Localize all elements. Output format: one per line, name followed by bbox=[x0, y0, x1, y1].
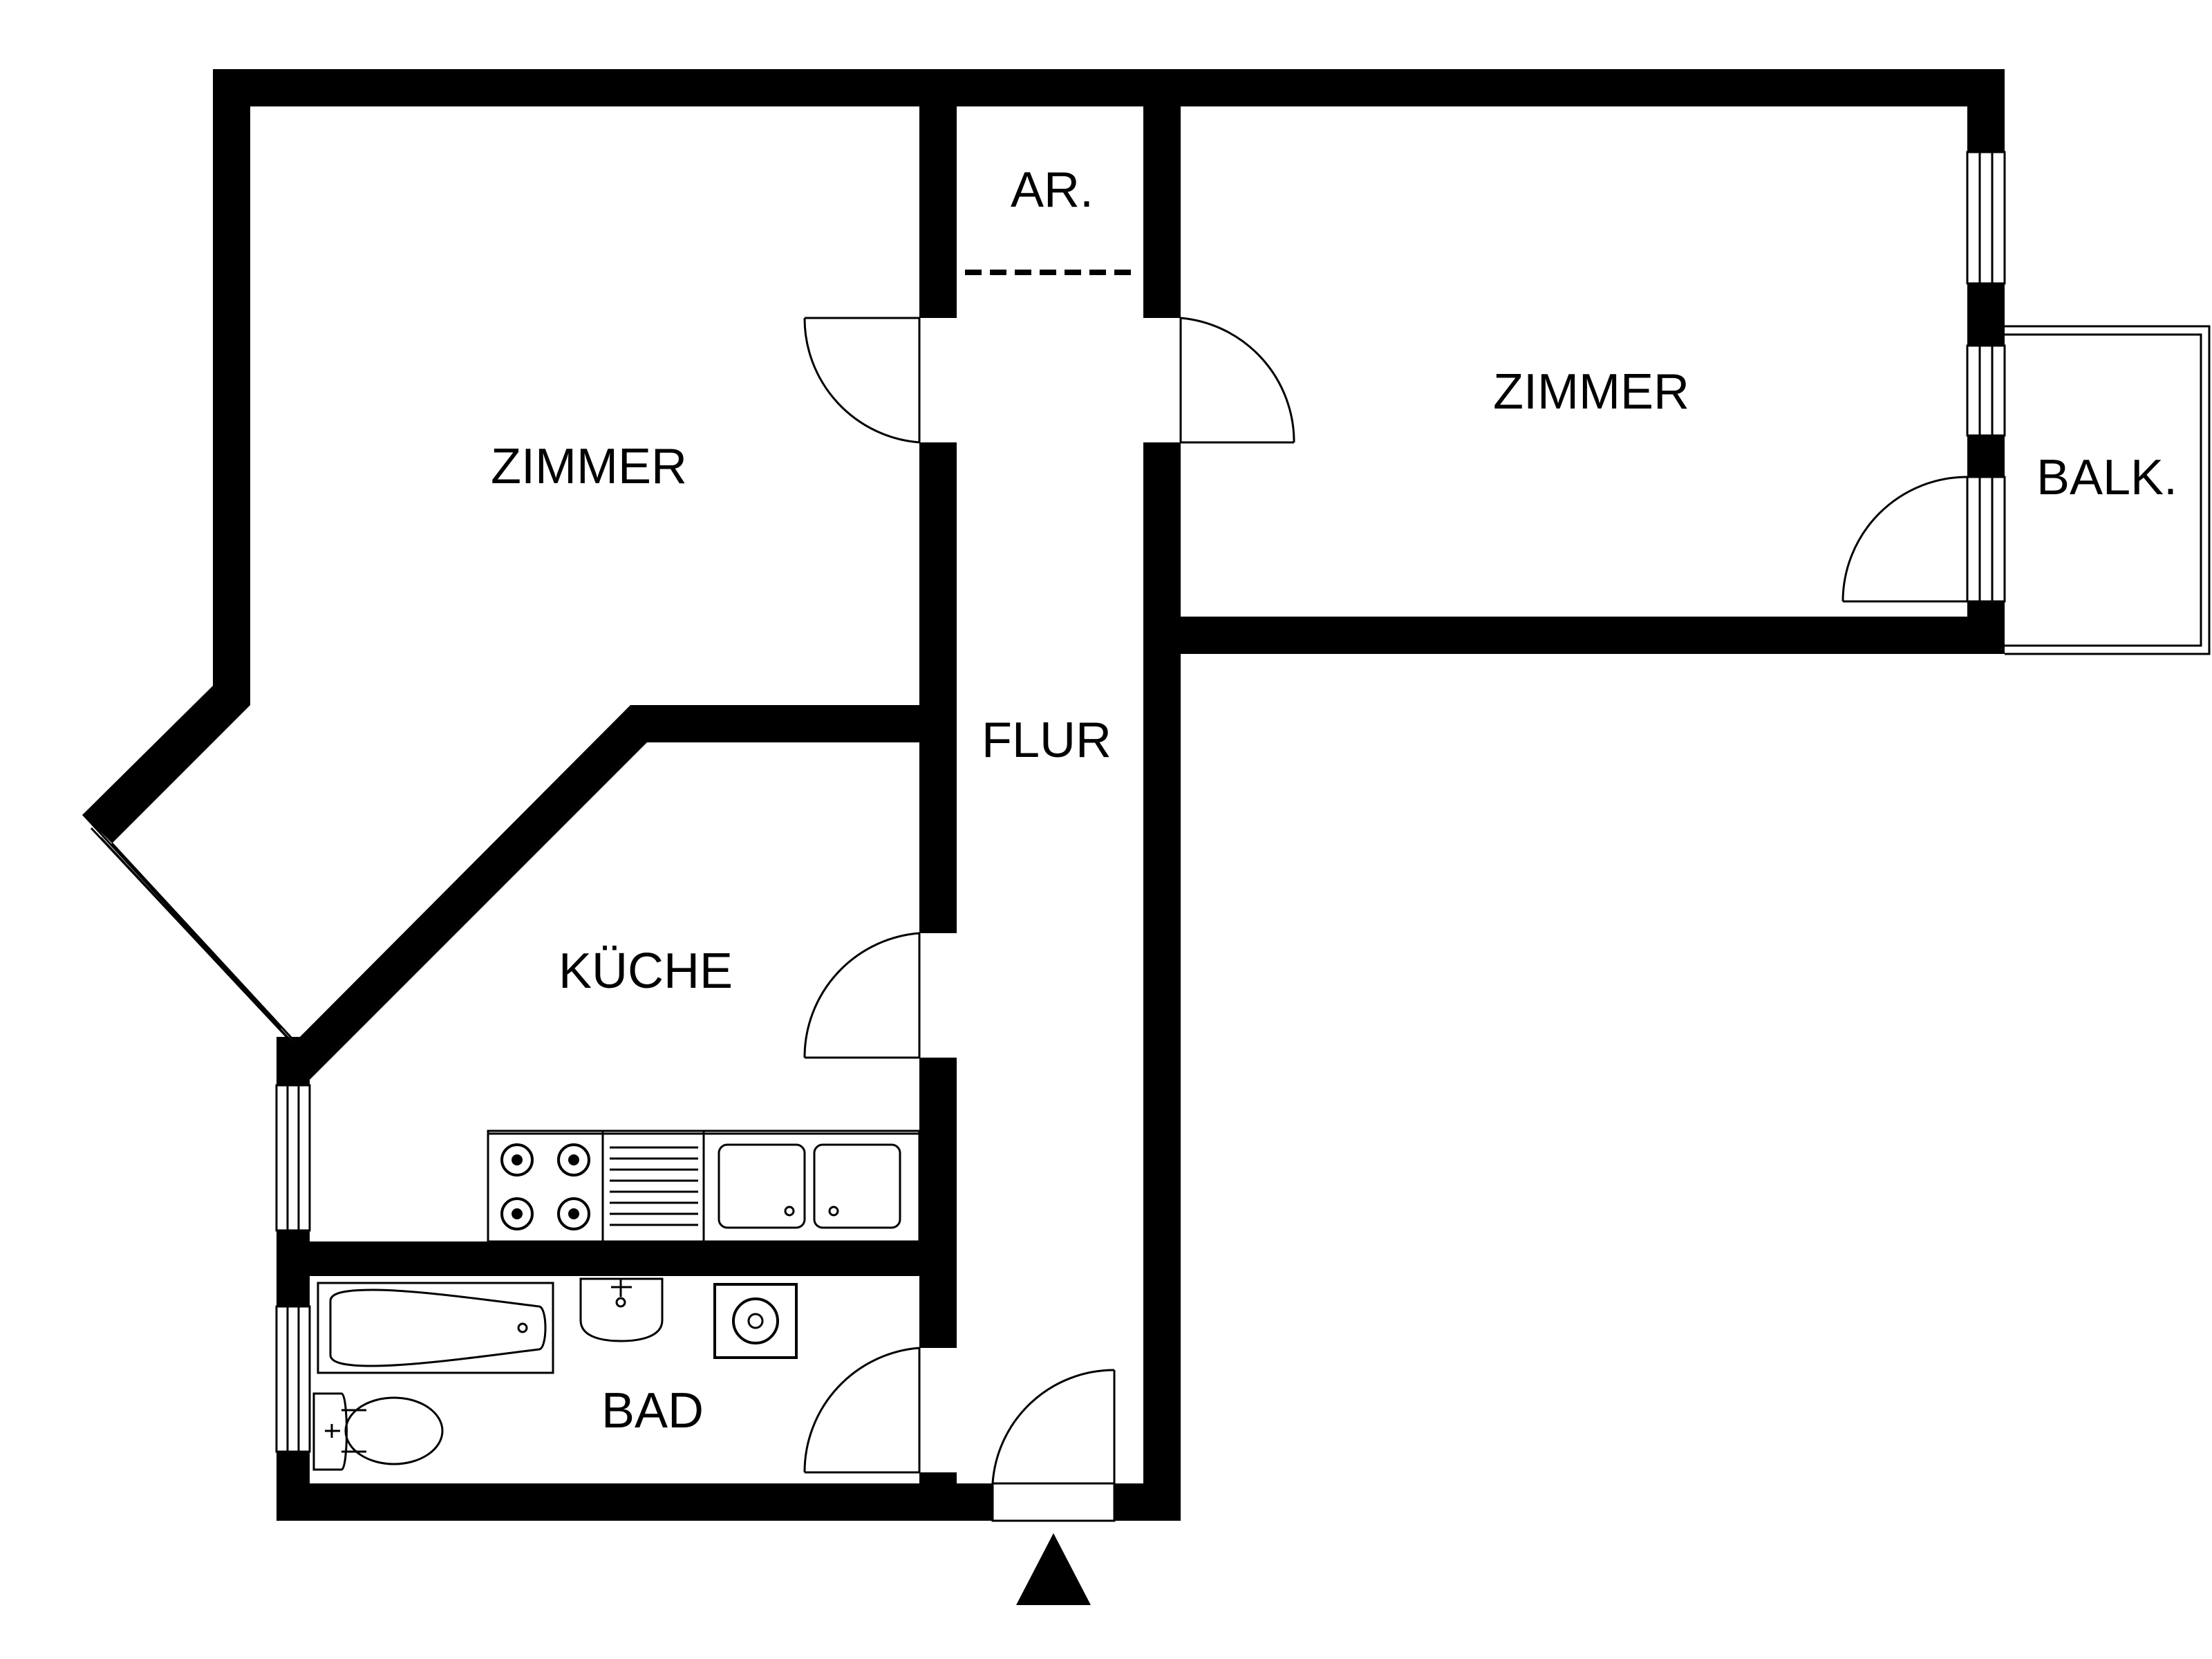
window-right-mid bbox=[1966, 344, 2006, 437]
wall-hall-right-top bbox=[1143, 69, 1181, 318]
stove-icon bbox=[500, 1131, 604, 1241]
wall-bottom-left bbox=[276, 1483, 993, 1521]
wash-basin-icon bbox=[579, 1277, 664, 1342]
wall-left-kitchen-top bbox=[276, 1037, 310, 1085]
wall-right-room-bottom bbox=[1143, 617, 2005, 654]
label-left-room: ZIMMER bbox=[491, 439, 687, 494]
door-entrance[interactable] bbox=[991, 1369, 1116, 1522]
wall-hall-left-bath bbox=[919, 1276, 957, 1348]
walls bbox=[83, 69, 2005, 1521]
wall-right-upper bbox=[1967, 69, 2005, 152]
kitchen-sink-icon bbox=[718, 1143, 901, 1229]
label-storage: AR. bbox=[1011, 162, 1094, 218]
entrance-arrow-icon bbox=[1016, 1533, 1091, 1605]
wall-top bbox=[939, 69, 2005, 106]
window-diagonal bbox=[82, 813, 311, 1059]
wall-left-room-outer bbox=[83, 69, 939, 843]
wall-kitchen-bath bbox=[276, 1241, 939, 1276]
door-right-room[interactable] bbox=[1179, 317, 1295, 444]
wall-right-mid bbox=[1967, 283, 2005, 346]
washing-machine-icon bbox=[713, 1283, 798, 1359]
room-labels: ZIMMER AR. ZIMMER BALK. FLUR KÜCHE BAD bbox=[491, 162, 2177, 1438]
window-balcony-door bbox=[1966, 476, 2006, 603]
label-hallway: FLUR bbox=[982, 713, 1112, 768]
label-kitchen: KÜCHE bbox=[559, 944, 733, 999]
label-balcony: BALK. bbox=[2036, 450, 2177, 505]
window-right-upper bbox=[1966, 151, 2006, 285]
door-left-room[interactable] bbox=[803, 317, 921, 444]
label-right-room: ZIMMER bbox=[1493, 364, 1689, 420]
balcony bbox=[2005, 325, 2211, 655]
door-kitchen[interactable] bbox=[803, 932, 921, 1059]
bathroom-fixtures bbox=[312, 1277, 798, 1471]
wall-kitchen-top bbox=[283, 705, 939, 1080]
door-bathroom[interactable] bbox=[803, 1347, 921, 1474]
wall-hall-left-mid bbox=[919, 442, 957, 933]
window-bath bbox=[275, 1305, 311, 1453]
wall-bottom-right bbox=[1114, 1483, 1181, 1521]
wall-hall-left-top bbox=[919, 69, 957, 318]
doors bbox=[803, 317, 1969, 1522]
wall-hall-right-bottom bbox=[1143, 442, 1181, 1521]
window-kitchen bbox=[275, 1084, 311, 1232]
door-balcony[interactable] bbox=[1841, 476, 1969, 603]
bathtub-icon bbox=[317, 1282, 554, 1374]
toilet-icon bbox=[312, 1392, 444, 1471]
drainboard-icon bbox=[610, 1131, 705, 1241]
label-bathroom: BAD bbox=[601, 1383, 704, 1438]
wall-right-low bbox=[1967, 435, 2005, 477]
kitchen-counter bbox=[487, 1130, 921, 1243]
